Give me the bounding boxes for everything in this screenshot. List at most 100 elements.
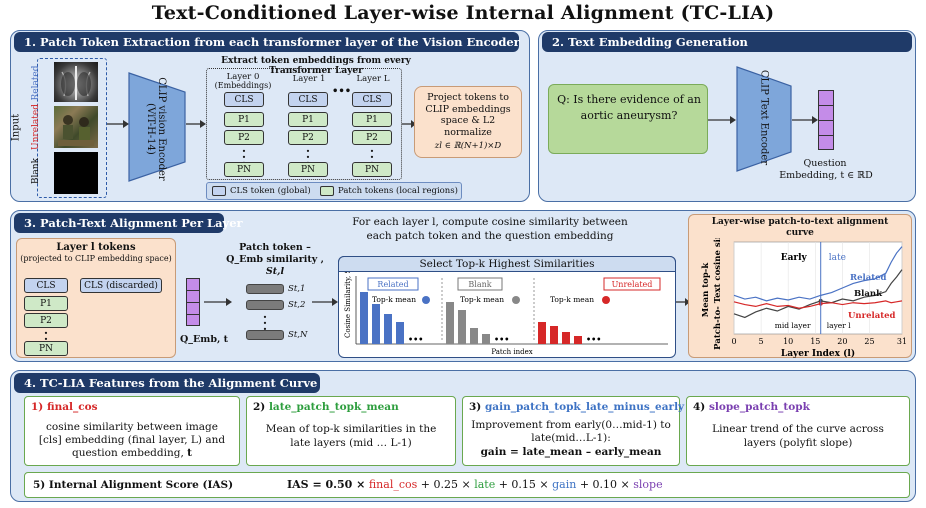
layerL-cls: CLS [352, 92, 392, 107]
bar-blank-1 [446, 302, 454, 344]
layer-tokens-sub: (projected to CLIP embedding space) [20, 254, 172, 263]
bar-dots-blank: ••• [494, 334, 509, 344]
arrow-encoder-layers [186, 120, 206, 128]
curve-title-1: Layer-wise patch-to-text alignment [711, 217, 889, 227]
curve-xtick-label: 10 [783, 337, 793, 346]
ias-formula: IAS = 0.50 × final_cos + 0.25 × late + 0… [287, 478, 663, 491]
layer1-p2: P2 [288, 130, 328, 145]
text-encoder-label: CLIP Text Encoder [758, 69, 770, 166]
bar-blank-4 [482, 334, 490, 344]
question-text: Q: Is there evidence of an aortic aneury… [557, 93, 701, 122]
f1-body-3: question embedding, [71, 447, 184, 459]
bar-unrelated-2 [550, 326, 558, 344]
curve-xtick-label: 31 [897, 337, 907, 346]
mean-dot-blank [512, 296, 520, 304]
topk-title-bar [338, 256, 676, 272]
curve-title-2: curve [786, 228, 814, 238]
topk-mean-blank: Top-k mean [460, 295, 504, 304]
sim-title-1: Patch token – [239, 242, 311, 253]
curve-xlabel: Layer Index (l) [781, 348, 855, 358]
bar-dots-unrelated: ••• [586, 334, 601, 344]
img-label-blank: Blank [31, 157, 41, 185]
sim-label-n: St,N [288, 330, 308, 340]
f4-num: 4) [693, 401, 706, 413]
feature-final-cos: 1) final_cos cosine similarity between i… [24, 396, 240, 466]
feature-slope: 4) slope_patch_topk Linear trend of the … [686, 396, 910, 466]
q-emb-label: Q_Emb, t [180, 334, 228, 345]
topk-chart: Cosine Similarity, St Related Blank Unre… [344, 272, 668, 356]
feature-gain: 3) gain_patch_topk_late_minus_early Impr… [462, 396, 684, 466]
curve-late-label: late [829, 253, 846, 263]
sim-label-2: St,2 [288, 300, 306, 310]
f1-body-1: cosine similarity between image [46, 421, 218, 433]
series-label-unrelated: Unrelated [848, 311, 896, 321]
layer1-cls: CLS [288, 92, 328, 107]
layer0-cls: CLS [224, 92, 264, 107]
f3-num: 3) [469, 401, 482, 413]
topk-ylabel: Cosine Similarity, St [344, 272, 352, 338]
arrow-sim-topk [312, 298, 338, 306]
legend-cls-label: CLS token (global) [230, 186, 311, 196]
vision-encoder-label: CLIP vision Encoder (ViT-H-14) [145, 77, 167, 181]
f3-body-2: late(mid…L-1): [531, 432, 611, 444]
curve-lines [733, 246, 903, 319]
group-box-blank [457, 277, 503, 291]
curve-xtick-label: 15 [810, 337, 820, 346]
ias-t2: late [474, 478, 496, 491]
layer0-pn: PN [224, 162, 264, 177]
group-box-unrelated [603, 277, 661, 291]
layer0-label: Layer 0 [226, 72, 260, 82]
ias-prefix: IAS = 0.50 × [287, 478, 366, 491]
ias-p2: + 0.25 × [420, 478, 471, 491]
arrow-input-encoder [107, 120, 129, 128]
arrow-encoder-embedding [792, 116, 818, 124]
alignment-curve-chart: Mean top-k Patch-to- Text cosine sim Ear… [701, 238, 907, 358]
group-label-blank: Blank [468, 280, 491, 289]
sim-bar-n [246, 330, 284, 340]
bar-unrelated-4 [574, 336, 582, 344]
bar-unrelated-3 [562, 332, 570, 344]
blank-image [54, 152, 98, 194]
bar-unrelated-1 [538, 322, 546, 344]
mean-dot-related [422, 296, 430, 304]
ias-prefix-bold: IAS = 0.50 × [287, 478, 365, 491]
ias-box: 5) Internal Alignment Score (IAS) IAS = … [24, 472, 910, 498]
layer0-p1: P1 [224, 112, 264, 127]
legend-cls-swatch [212, 186, 226, 196]
curve-early-label: Early [781, 253, 808, 263]
section2-header: 2. Text Embedding Generation [542, 32, 912, 52]
layerl-p2: P2 [24, 313, 68, 328]
f2-body-1: Mean of top-k similarities in the [265, 423, 437, 435]
series-line-related [733, 246, 903, 302]
sim-title-3: St,l [265, 266, 285, 277]
layer0-p2: P2 [224, 130, 264, 145]
layer0-sub: (Embeddings) [214, 81, 272, 90]
f4-title: slope_patch_topk [708, 401, 810, 413]
bars-related [360, 292, 404, 344]
layer1-label: Layer 1 [292, 74, 326, 84]
f3-title: gain_patch_topk_late_minus_early [484, 401, 685, 413]
series-line-blank [733, 269, 903, 319]
question-emb-label-2: Embedding, t ∈ ℝD [779, 170, 873, 181]
layer1-p1: P1 [288, 112, 328, 127]
series-line-unrelated [733, 300, 903, 309]
layerL-pn: PN [352, 162, 392, 177]
sim-vdots: ··· [262, 310, 268, 336]
layerl-cls: CLS [24, 278, 68, 293]
legend-patch-label: Patch tokens (local regions) [338, 186, 458, 196]
question-box [548, 84, 708, 154]
bar-blank-3 [470, 328, 478, 344]
layerL-p1: P1 [352, 112, 392, 127]
ias-p4: + 0.10 × [579, 478, 630, 491]
ias-t1: final_cos [368, 478, 418, 491]
sim-label-1: St,1 [288, 284, 306, 294]
sim-bar-2 [246, 300, 284, 310]
arrow-layers-project [402, 120, 416, 128]
topk-mean-related: Top-k mean [372, 295, 416, 304]
topk-box [338, 256, 676, 358]
q-emb-vector [186, 278, 200, 326]
section4-header: 4. TC-LIA Features from the Alignment Cu… [14, 373, 320, 393]
f2-num: 2) [253, 401, 266, 413]
img-label-related: Related [31, 65, 41, 101]
f1-title: final_cos [46, 401, 98, 413]
